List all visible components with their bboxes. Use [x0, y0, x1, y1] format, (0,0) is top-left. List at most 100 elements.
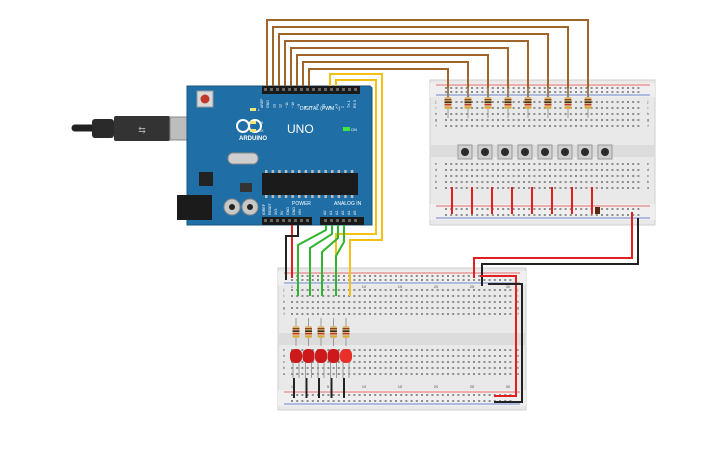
push-button-cap[interactable]: [521, 148, 529, 156]
breadboard-hole: [637, 169, 640, 171]
breadboard-hole: [481, 91, 484, 93]
breadboard-hole: [632, 181, 635, 183]
breadboard-hole: [363, 349, 366, 351]
breadboard-row-label: j: [517, 287, 519, 292]
breadboard-hole: [460, 169, 463, 171]
breadboard-hole: [595, 181, 598, 183]
breadboard-hole: [616, 91, 619, 93]
breadboard-hole: [549, 119, 551, 121]
breadboard-hole: [554, 163, 557, 165]
push-button-cap[interactable]: [581, 148, 589, 156]
header-pin: [324, 88, 327, 91]
breadboard-row-label: g: [283, 305, 285, 310]
breadboard-hole: [405, 355, 408, 357]
breadboard-hole: [616, 208, 619, 210]
breadboard-hole: [395, 400, 397, 402]
breadboard-hole: [559, 187, 562, 189]
breadboard-hole: [533, 125, 536, 127]
breadboard-top-holes: [445, 87, 640, 216]
push-button-cap[interactable]: [501, 148, 509, 156]
breadboard-hole: [327, 295, 330, 297]
breadboard-hole: [488, 307, 491, 309]
breadboard-hole: [491, 169, 494, 171]
breadboard-hole: [621, 125, 624, 127]
breadboard-hole: [311, 313, 314, 315]
push-button-cap[interactable]: [481, 148, 489, 156]
breadboard-hole: [543, 208, 546, 210]
breadboard-hole: [452, 373, 455, 375]
breadboard-hole: [601, 169, 603, 171]
breadboard-hole: [353, 373, 356, 375]
breadboard-hole: [379, 367, 382, 369]
breadboard-hole: [431, 394, 434, 396]
breadboard-hole: [543, 181, 546, 183]
breadboard-hole: [523, 87, 525, 89]
breadboard-hole: [358, 301, 361, 303]
chip-leg: [317, 195, 321, 198]
push-button-cap[interactable]: [561, 148, 569, 156]
breadboard-hole: [332, 313, 335, 315]
breadboard-hole: [436, 295, 439, 297]
breadboard-hole: [509, 355, 512, 357]
resistor-band: [330, 336, 337, 338]
breadboard-hole: [606, 91, 609, 93]
breadboard-hole: [421, 313, 423, 315]
breadboard-hole: [481, 113, 484, 115]
breadboard-hole: [549, 175, 551, 177]
breadboard-row-label: e: [435, 161, 438, 166]
breadboard-hole: [590, 107, 593, 109]
breadboard-hole: [379, 279, 382, 281]
breadboard-hole: [460, 175, 463, 177]
atmega-chip: [262, 173, 358, 195]
breadboard-hole: [575, 91, 577, 93]
breadboard-hole: [379, 289, 382, 291]
breadboard-hole: [452, 361, 455, 363]
breadboard-hole: [564, 163, 567, 165]
breadboard-hole: [549, 181, 551, 183]
breadboard-hole: [379, 307, 382, 309]
resistor-band: [584, 101, 592, 103]
header-pin: [312, 88, 315, 91]
breadboard-hole: [483, 313, 486, 315]
breadboard-hole: [483, 289, 486, 291]
breadboard-hole: [483, 295, 486, 297]
breadboard-hole: [507, 119, 510, 121]
breadboard-hole: [486, 163, 489, 165]
breadboard-hole: [476, 113, 479, 115]
breadboard-hole: [343, 301, 345, 303]
breadboard-hole: [363, 355, 366, 357]
tx-led: [250, 121, 256, 124]
push-button-cap[interactable]: [601, 148, 609, 156]
breadboard-hole: [549, 87, 551, 89]
breadboard-hole: [421, 394, 423, 396]
column-number: 25: [470, 284, 475, 289]
breadboard-row-label: i: [284, 293, 285, 298]
breadboard-hole: [327, 361, 330, 363]
breadboard-hole: [400, 355, 403, 357]
push-button-cap[interactable]: [461, 148, 469, 156]
breadboard-hole: [291, 279, 293, 281]
breadboard-hole: [471, 101, 473, 103]
breadboard-hole: [509, 349, 512, 351]
breadboard-hole: [538, 181, 541, 183]
resistor-band: [464, 104, 472, 106]
breadboard-bottom-center-gap: [278, 333, 526, 345]
breadboard-hole: [528, 91, 531, 93]
breadboard-hole: [363, 361, 366, 363]
breadboard-hole: [363, 394, 366, 396]
breadboard-hole: [431, 361, 434, 363]
breadboard-hole: [421, 355, 423, 357]
breadboard-hole: [358, 279, 361, 281]
push-button-cap[interactable]: [541, 148, 549, 156]
breadboard-hole: [455, 175, 458, 177]
reset-button-cap[interactable]: [200, 94, 210, 104]
breadboard-hole: [415, 301, 418, 303]
breadboard-hole: [384, 289, 387, 291]
breadboard-row-label: f: [647, 123, 649, 128]
breadboard-hole: [389, 373, 392, 375]
breadboard-hole: [493, 355, 496, 357]
breadboard-hole: [311, 367, 314, 369]
breadboard-hole: [637, 187, 640, 189]
breadboard-hole: [358, 400, 361, 402]
